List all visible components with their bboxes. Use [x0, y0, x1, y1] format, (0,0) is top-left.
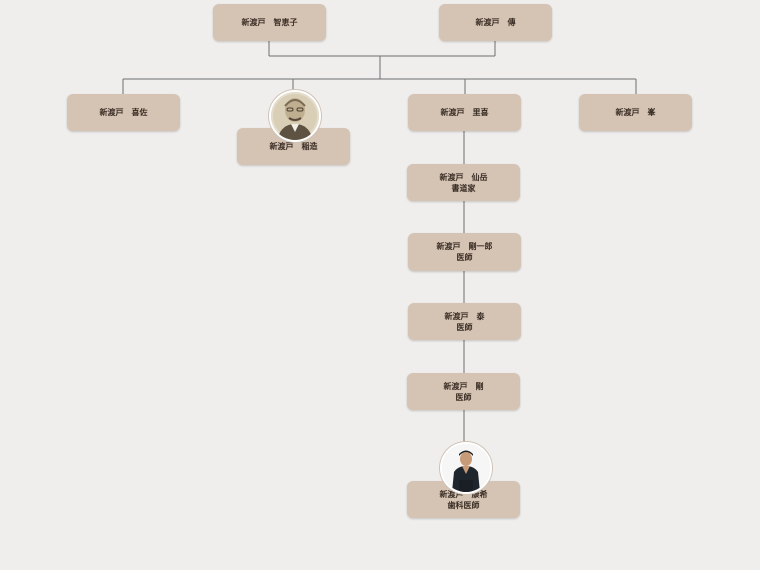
person-node-riki[interactable]: 新渡戸 里喜 — [408, 94, 521, 131]
person-name: 新渡戸 康希 — [439, 489, 488, 499]
person-node-mine[interactable]: 新渡戸 峯 — [579, 94, 692, 131]
person-role: 医師 — [456, 253, 473, 262]
koki-portrait-avatar — [440, 442, 492, 494]
elderly-man-portrait-icon — [271, 92, 319, 140]
person-role: 医師 — [456, 322, 473, 332]
person-name: 新渡戸 仙岳 — [439, 172, 488, 182]
person-name: 新渡戸 剛 — [443, 381, 484, 391]
person-name: 新渡戸 智恵子 — [241, 18, 298, 27]
person-role: 歯科医師 — [447, 500, 480, 510]
person-node-chieko[interactable]: 新渡戸 智恵子 — [213, 4, 326, 41]
man-in-scrubs-portrait-icon — [442, 444, 490, 492]
person-name: 新渡戸 傳 — [475, 18, 516, 27]
person-name: 新渡戸 剛一郎 — [436, 242, 493, 251]
person-node-sengaku[interactable]: 新渡戸 仙岳 書道家 — [407, 164, 520, 201]
person-role: 医師 — [455, 392, 472, 402]
person-node-den[interactable]: 新渡戸 傳 — [439, 4, 552, 41]
person-name: 新渡戸 稲造 — [269, 142, 318, 151]
person-node-kisa[interactable]: 新渡戸 喜佐 — [67, 94, 180, 131]
person-node-yasushi[interactable]: 新渡戸 泰 医師 — [408, 303, 521, 340]
person-node-tsuyoshi[interactable]: 新渡戸 剛 医師 — [407, 373, 520, 410]
person-name: 新渡戸 里喜 — [440, 108, 489, 117]
person-role: 書道家 — [451, 183, 476, 193]
person-node-goichiro[interactable]: 新渡戸 剛一郎 医師 — [408, 233, 521, 271]
person-name: 新渡戸 峯 — [615, 108, 656, 117]
inazo-portrait-avatar — [269, 90, 321, 142]
person-name: 新渡戸 喜佐 — [99, 108, 148, 117]
person-name: 新渡戸 泰 — [444, 311, 485, 321]
